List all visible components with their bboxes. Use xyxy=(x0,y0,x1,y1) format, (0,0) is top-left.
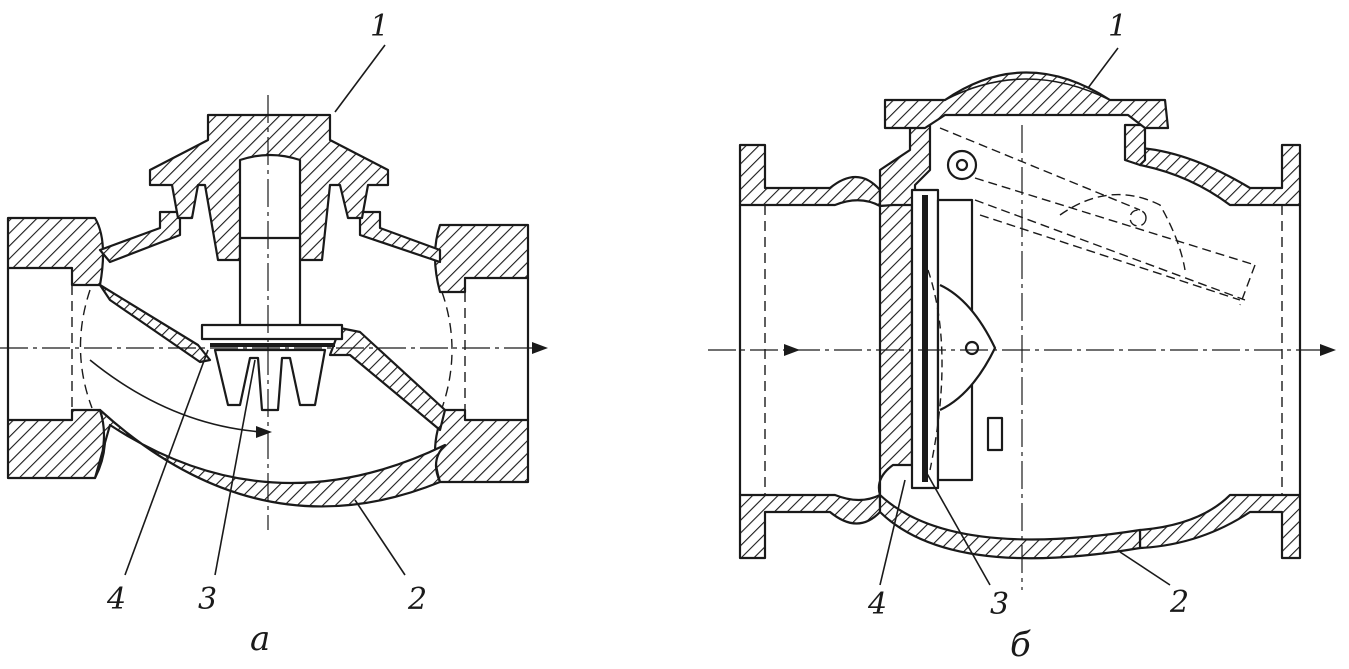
disc-swing-arc xyxy=(927,269,943,471)
leader-b1 xyxy=(1087,47,1119,89)
flow-arrow-b-in xyxy=(784,344,800,356)
leader-b4 xyxy=(879,479,906,586)
lift-check-valve-diagram xyxy=(0,44,548,576)
body-bottom-wall-b xyxy=(878,493,1142,560)
leader-a1 xyxy=(334,44,386,113)
hinge-pin xyxy=(946,149,978,181)
right-seat-dash xyxy=(441,291,453,409)
leader-b3 xyxy=(924,469,991,586)
left-seat-dash xyxy=(79,289,93,409)
disc-nut xyxy=(986,416,1004,452)
label-a-3: 3 xyxy=(198,582,218,617)
label-b-1: 1 xyxy=(1108,9,1128,44)
top-housing-right xyxy=(1123,123,1147,167)
valve-guide-stem xyxy=(238,236,302,330)
body-upper-wall-left xyxy=(98,210,182,264)
hinge-pin-center xyxy=(955,158,969,172)
disc-guide-ribs xyxy=(213,348,327,412)
label-a-1: 1 xyxy=(370,9,390,44)
body-bottom-wall xyxy=(93,408,447,508)
left-end-fitting-bottom xyxy=(6,408,107,480)
left-flange xyxy=(738,143,882,208)
label-b-2: 2 xyxy=(1170,585,1190,620)
leader-a2 xyxy=(354,499,406,576)
left-flange-bottom xyxy=(738,493,882,560)
valve-cover xyxy=(148,113,390,262)
right-flange xyxy=(1138,143,1302,207)
leader-a3 xyxy=(214,359,256,576)
flow-arrow-b-out xyxy=(1320,344,1336,356)
label-b-3: 3 xyxy=(990,587,1010,622)
right-end-fitting-bottom xyxy=(433,408,530,484)
caption-a: а xyxy=(250,619,271,659)
flow-arrow-a xyxy=(532,342,548,354)
seat-partition-left xyxy=(98,283,212,364)
flow-path-arrow-a xyxy=(256,426,272,438)
right-flange-bottom xyxy=(1138,493,1302,560)
lug-pin xyxy=(964,340,980,356)
leader-a4 xyxy=(124,349,209,576)
swing-check-valve-diagram xyxy=(708,47,1336,590)
leader-b2 xyxy=(1119,551,1171,586)
flow-path-a xyxy=(89,359,263,433)
disc-lug xyxy=(939,284,997,411)
label-a-4: 4 xyxy=(107,582,127,617)
cover-dome-inner xyxy=(944,78,1111,101)
body-upper-wall-right xyxy=(358,210,442,264)
left-end-fitting xyxy=(6,216,105,287)
right-end-fitting xyxy=(433,223,530,294)
label-a-2: 2 xyxy=(408,582,428,617)
label-b-4: 4 xyxy=(868,587,888,622)
seat-partition-right xyxy=(328,326,447,432)
valve-disc xyxy=(200,323,344,341)
open-disc-position xyxy=(939,127,1256,306)
caption-b: б xyxy=(1010,625,1031,665)
swing-cover xyxy=(883,71,1170,130)
